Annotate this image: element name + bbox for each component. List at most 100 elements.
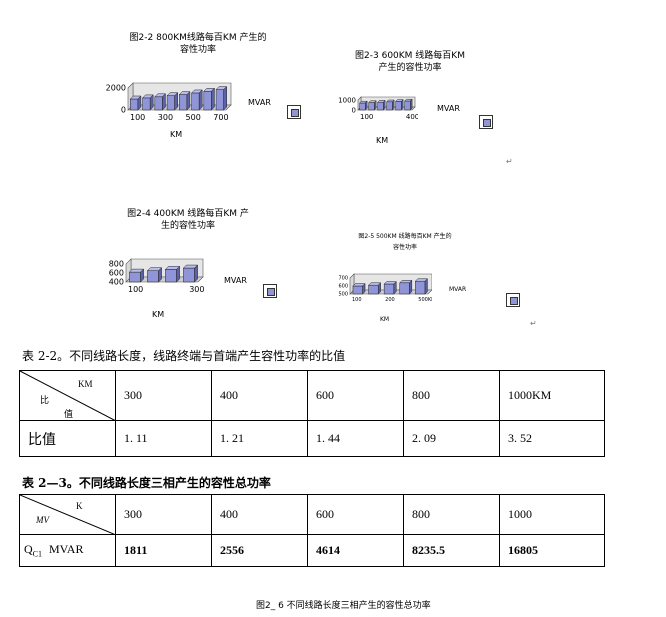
chart-x-tick-label: 300 [158,113,173,122]
chart-bar [147,270,159,283]
chart-y-tick-label: 500 [338,292,348,298]
table-2-2-header-cell: 600 [307,370,404,421]
chart-bar [395,101,402,111]
table-2-2-value-row: 比值 1. 11 1. 21 1. 44 2. 09 3. 52 [19,420,605,457]
fig2-4-unit: MVAR [224,276,247,285]
chart-bar-side [194,264,198,283]
fig2-2-caption-line2: 容性功率 [179,45,216,55]
table-2-3-corner-cell: K MV [19,494,116,535]
chart-x-tick-label: 200 [385,297,395,303]
chart-bar-side [174,92,178,111]
chart-bar [179,94,188,111]
chart-bar [129,271,141,283]
chart-x-tick-label: 100 [360,113,373,121]
chart-y-tick-label: 1000 [338,96,356,104]
table-2-3-header-cell: 400 [211,494,308,535]
fig2-3-caption-line2: 产生的容性功率 [378,63,442,73]
fig2-5-xlabel: KM [380,316,390,323]
chart-x-tick-label: 500 [186,113,201,122]
chart-bar-side [409,279,413,295]
chart-bar-side [149,94,154,111]
chart-x-tick-label: 100 [130,113,145,122]
table-2-3-row-label: QC1 MVAR [19,534,116,567]
fig2-2-unit: MVAR [248,98,271,107]
chart-bar [404,100,411,111]
chart-x-tick-label: 700 [213,113,228,122]
chart-bar [142,97,151,111]
table-2-3-row-label-sub: C1 [32,549,43,559]
table-2-2-row-label: 比值 [19,420,116,457]
chart-y-tick-label: 600 [109,269,124,278]
chart-bar-side [176,265,180,283]
chart-bar-side [393,280,397,295]
table-2-2-header-cell: 800 [403,370,500,421]
table-2-2-header-cell: 400 [211,370,308,421]
chart-bar-side [424,278,428,295]
chart-y-tick-label: 700 [338,276,348,282]
chart-bar [386,101,393,111]
table-2-3-row-label-main: Q [24,542,33,557]
table-2-3-header-cell: 1000 [499,494,605,535]
fig2-5-caption-line2: 容性功率 [392,244,417,251]
table-2-2-value-cell: 1. 21 [211,420,308,457]
table-2-2-corner-left1: 比 [40,395,50,405]
table-2-3-corner-top: K [76,501,83,511]
chart-bar [359,102,366,111]
chart-bar [191,92,200,111]
fig2-4-xlabel: KM [152,310,165,319]
chart-x-tick-label: 300 [189,285,204,294]
fig2-5-legend-icon [506,293,520,307]
chart-x-tick-label: 400 [406,113,418,121]
table-2-2-corner-left2: 值 [64,409,74,419]
chart-x-tick-label: 100 [352,297,362,303]
table-2-2-title: 表 2-2。不同线路长度，线路终端与首端产生容性功率的比值 [22,349,346,363]
chart-bar-side [198,89,203,111]
chart-bar [165,269,177,283]
fig2-2-legend-icon [287,105,301,119]
chart-bar [368,102,375,111]
chart-bar [352,285,363,295]
chart-bar [166,95,175,111]
fig2-3-caption-line1: 图2-3 600KM 线路每百KM [355,51,465,61]
table-2-2-value-cell: 2. 09 [403,420,500,457]
chart-bar [130,98,139,111]
table-2-3-value-cell: 2556 [211,534,308,567]
table-2-2-value-cell: 3. 52 [499,420,605,457]
table-2-3-value-cell: 1811 [115,534,212,567]
table-2-3-value-row: QC1 MVAR 1811 2556 4614 8235.5 16805 [19,534,605,567]
fig2-3-unit: MVAR [437,104,460,113]
fig2-3-caption: 图2-3 600KM 线路每百KM 产生的容性功率 [335,50,485,74]
chart-bar [383,283,395,295]
chart-x-tick-label: 500KM [418,297,432,303]
table-2-3-header-cell: 800 [403,494,500,535]
chart-bar-side [211,87,215,111]
chart-bar-side [186,90,191,111]
table-2-3-value-cell: 4614 [307,534,404,567]
chart-bar [415,280,426,295]
table-2-3-header-row: K MV 300 400 600 800 1000 [19,494,605,535]
chart-bar [203,91,212,111]
paragraph-mark: ↵ [506,157,513,166]
table-2-3-value-cell: 16805 [499,534,605,567]
chart-bar-side [410,98,413,111]
chart-y-tick-label: 400 [109,278,124,287]
chart-x-tick-label: 100 [128,285,143,294]
fig2-4-legend-icon [263,284,277,298]
table-2-2-value-cell: 1. 44 [307,420,404,457]
chart-bar-side [392,99,395,111]
chart-bar [399,282,410,295]
fig2-2-caption-line1: 图2-2 800KM线路每百KM 产生的 [129,33,267,43]
chart-y-tick-label: 0 [121,106,126,115]
table-2-2-header-cell: 300 [115,370,212,421]
chart-bar [368,284,379,295]
chart-bar [377,101,384,111]
chart-bar-side [158,267,162,283]
chart-bar-side [137,95,142,111]
chart-bar-side [362,282,366,295]
table-2-3-row-label-unit: MVAR [49,542,84,557]
table-2-2-corner-cell: KM 比 值 [19,370,116,421]
table-2-3-value-cell: 8235.5 [403,534,500,567]
table-2-2-header-cell: 1000KM [499,370,605,421]
